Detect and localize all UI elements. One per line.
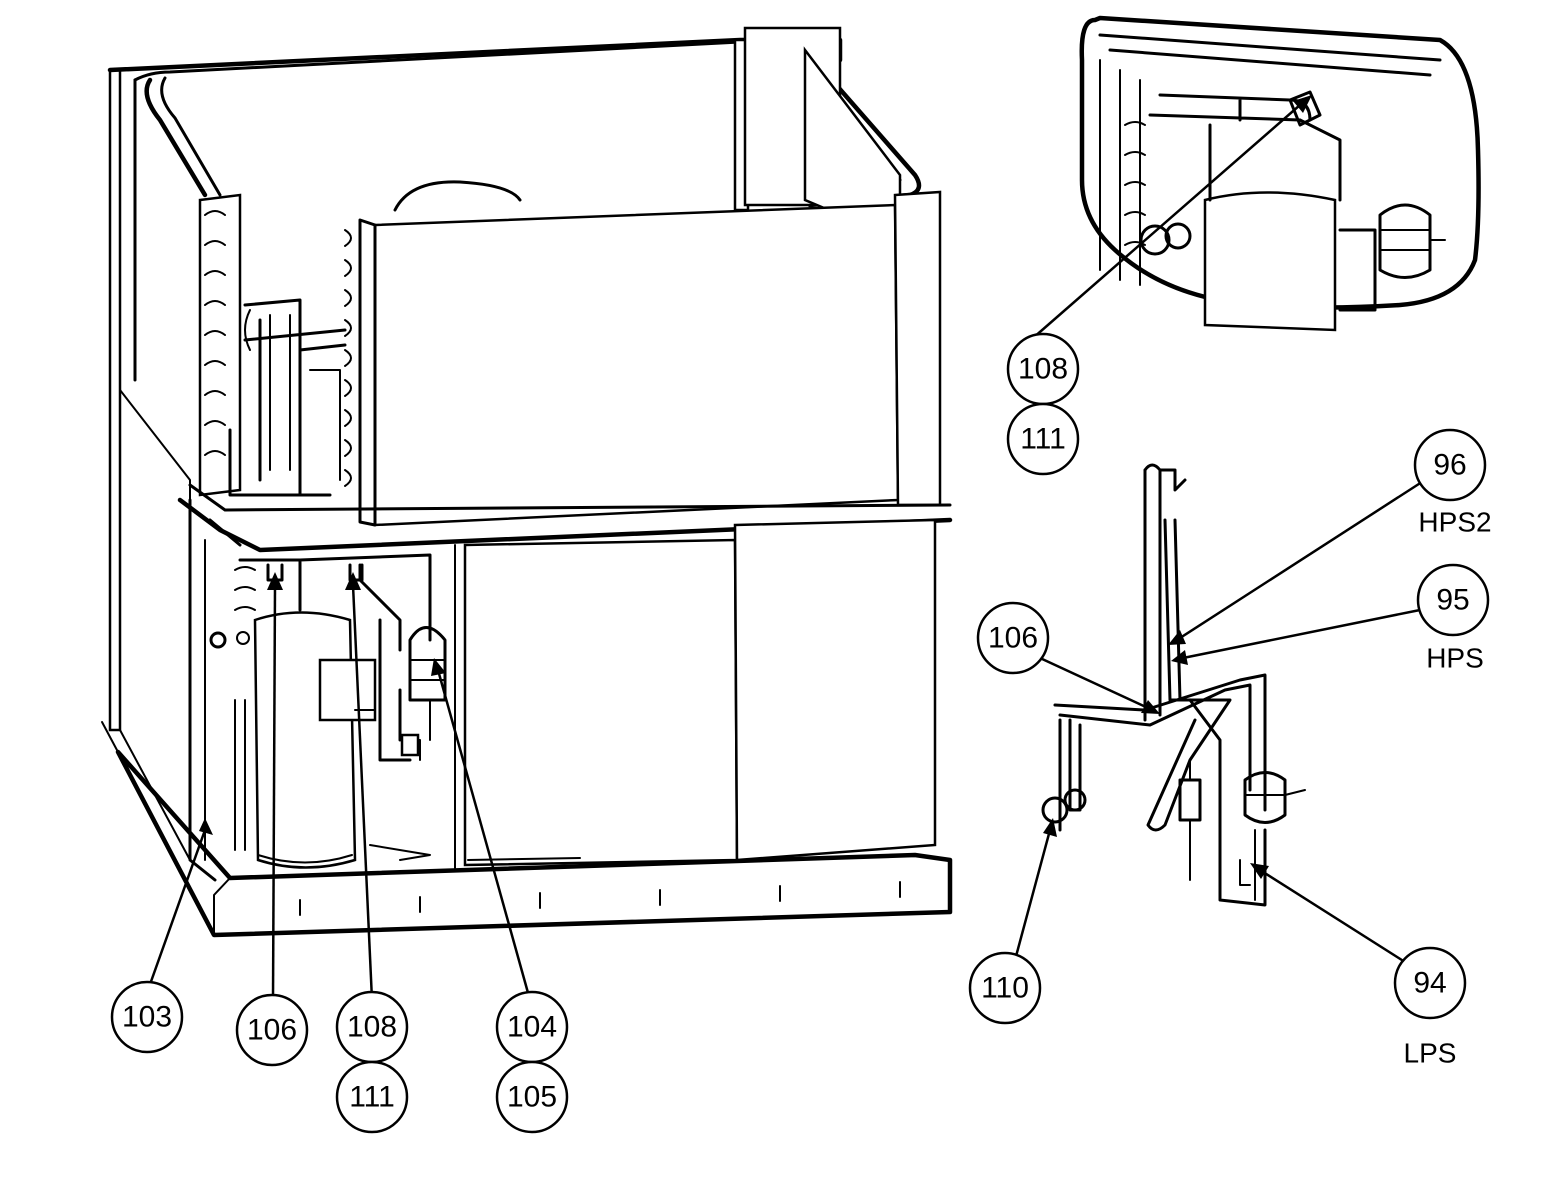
hps-label: HPS [1426,643,1484,674]
callout-label: 94 [1413,967,1446,1000]
lps-label: LPS [1404,1038,1457,1069]
callout-106-assembly: 106 [976,601,1050,675]
callout-label: 106 [988,622,1038,655]
callout-104: 104 [495,990,569,1064]
callout-label: 108 [1018,353,1068,386]
callout-label: 96 [1433,449,1466,482]
piping-assembly [1041,463,1306,907]
callout-94: 94 [1393,946,1467,1020]
callout-103: 103 [110,980,184,1054]
callout-label: 105 [507,1081,557,1114]
callout-111-main: 111 [335,1060,409,1134]
main-unit [101,26,953,938]
inset-detail [1079,15,1481,332]
callout-label: 111 [1020,423,1066,456]
callout-96: 96 [1413,428,1487,502]
callout-95: 95 [1416,563,1490,637]
callout-label: 103 [122,1001,172,1034]
callout-106-main: 106 [235,993,309,1067]
callout-108-main: 108 [335,990,409,1064]
callout-label: 106 [247,1014,297,1047]
callout-label: 95 [1436,584,1469,617]
hps2-label: HPS2 [1418,507,1491,538]
callout-108-inset: 108 [1006,332,1080,406]
callout-label: 104 [507,1011,557,1044]
callout-label: 110 [981,972,1029,1005]
callout-label: 108 [347,1011,397,1044]
callout-label: 111 [349,1081,395,1114]
callout-105: 105 [495,1060,569,1134]
leader-lines [146,95,1426,1001]
callout-111-inset: 111 [1006,402,1080,476]
callout-110: 110 [968,951,1042,1025]
